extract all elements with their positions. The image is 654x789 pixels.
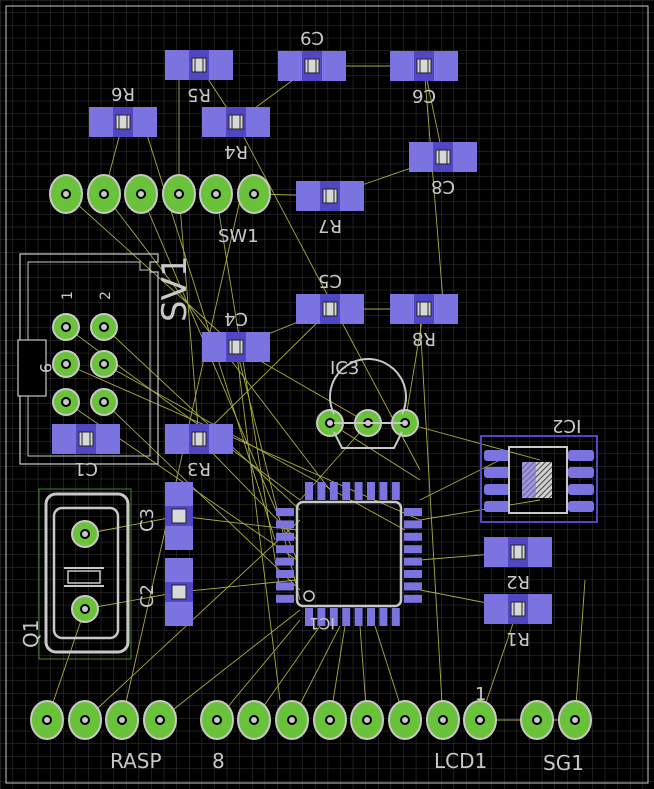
sv1-pin[interactable] [52,313,80,341]
lcd1-pad[interactable] [426,700,460,740]
sv1-pin2-label: 2 [98,291,114,300]
sw1-label: SW1 [218,226,259,247]
part-label-c5: C5 [318,270,342,291]
rasp-pad[interactable] [105,700,139,740]
ic1-label: IC1 [309,614,335,633]
part-c9[interactable]: C9 [278,27,346,81]
sw1-pad[interactable] [124,174,158,214]
part-label-r4: R4 [224,141,248,162]
q1-crystal[interactable]: Q1 [19,488,132,660]
part-c2[interactable]: C2 [137,558,193,626]
sg1-pad[interactable] [558,700,592,740]
sg1-pad[interactable] [520,700,554,740]
sg1-label: SG1 [543,751,584,775]
part-label-r1: R1 [506,628,530,649]
ic2-pads [484,450,594,512]
sw1-pad[interactable] [162,174,196,214]
part-r5[interactable]: R5 [165,50,233,105]
part-label-c1: C1 [74,458,98,479]
rasp-pad[interactable] [30,700,64,740]
sv1-pin[interactable] [52,350,80,378]
lcd1-pad[interactable] [313,700,347,740]
part-r6[interactable]: R6 [89,83,157,137]
part-c4[interactable]: C4 [202,308,270,362]
sw1-pad[interactable] [49,174,83,214]
board-outline [5,5,649,784]
part-r2[interactable]: R2 [484,537,552,592]
ic3-pad[interactable] [316,409,344,437]
part-label-r8: R8 [412,328,436,349]
lcd1-pad[interactable] [275,700,309,740]
sv1-pin[interactable] [90,388,118,416]
sv1-pin[interactable] [90,350,118,378]
part-r4[interactable]: R4 [202,107,270,162]
part-label-c4: C4 [224,308,248,329]
part-label-r5: R5 [187,84,211,105]
part-label-r6: R6 [111,83,135,104]
sw1-pad[interactable] [87,174,121,214]
sw1-pad[interactable] [237,174,271,214]
q1-pad[interactable] [71,520,99,548]
part-c8[interactable]: C8 [409,142,477,197]
lcd1-pad[interactable] [463,700,497,740]
part-r3[interactable]: R3 [165,424,233,479]
part-label-r3: R3 [187,458,211,479]
q1-label: Q1 [19,620,43,648]
ic3-regulator[interactable]: IC3 [329,358,407,449]
rasp-pad[interactable] [143,700,177,740]
sv1-pin[interactable] [90,313,118,341]
sv1-pin9-label: 9 [36,363,55,373]
part-label-c6: C6 [412,85,436,106]
part-label-r7: R7 [318,215,342,236]
ic2-label: IC2 [552,415,581,436]
part-c5[interactable]: C5 [296,270,364,324]
lcd1-pad[interactable] [388,700,422,740]
part-r7[interactable]: R7 [296,181,364,236]
ic3-label: IC3 [330,358,359,379]
sv1-pin[interactable] [52,388,80,416]
ic1-pads [276,482,422,626]
part-c3[interactable]: C3 [137,482,193,550]
part-label-c9: C9 [300,27,324,48]
lcd1-pin1-label: 1 [475,684,486,705]
lcd1-pad[interactable] [237,700,271,740]
sv1-label: SV1 [155,256,195,322]
part-label-c3: C3 [137,508,158,532]
lcd1-pin8-label: 8 [212,749,225,773]
q1-pad[interactable] [71,595,99,623]
rasp-label: RASP [110,749,162,773]
sw1-pad[interactable] [199,174,233,214]
lcd1-pad[interactable] [350,700,384,740]
part-r8[interactable]: R8 [390,294,458,349]
part-r1[interactable]: R1 [484,594,552,649]
part-c6[interactable]: C6 [390,51,458,106]
lcd1-label: LCD1 [434,749,487,773]
rasp-pad[interactable] [68,700,102,740]
part-label-c8: C8 [431,176,455,197]
part-label-c2: C2 [137,584,158,608]
lcd1-pad[interactable] [200,700,234,740]
ic2-chip[interactable]: IC2 [480,415,598,523]
part-c1[interactable]: C1 [52,424,120,479]
sv1-connector[interactable]: 9 1 2 SV1 [17,253,195,465]
sv1-pin1-label: 1 [60,291,76,300]
ic1-chip[interactable]: IC1 [295,500,403,633]
part-label-r2: R2 [506,571,530,592]
